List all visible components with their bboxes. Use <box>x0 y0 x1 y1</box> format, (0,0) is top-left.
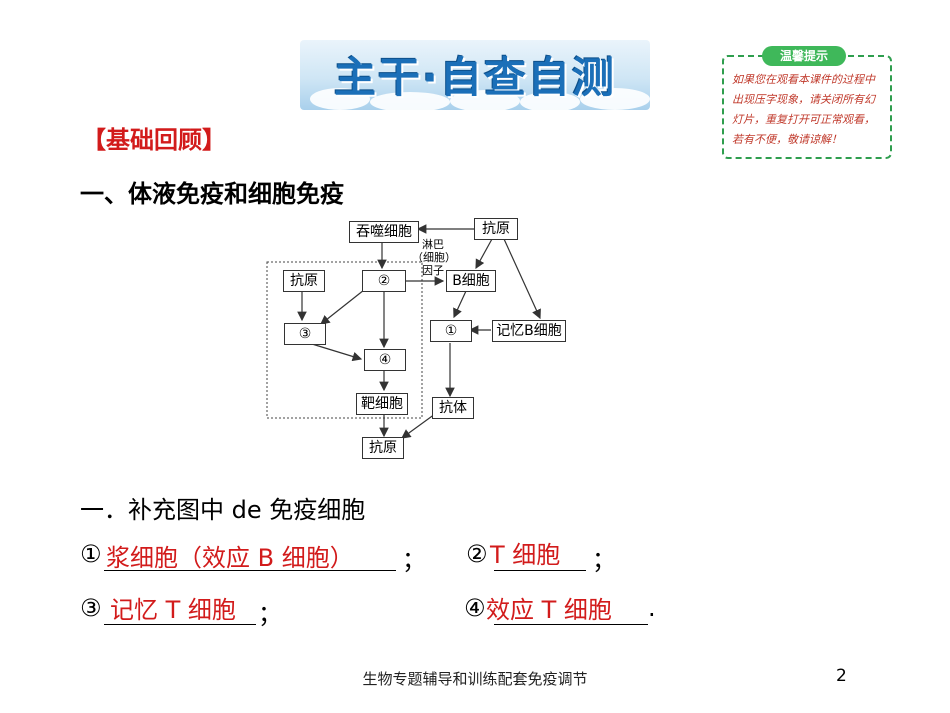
antibody-box: 抗体 <box>432 397 474 419</box>
answer-1-line <box>104 540 396 571</box>
footer-text: 生物专题辅导和训练配套免疫调节 <box>362 670 588 688</box>
arrow-3-to-4 <box>311 343 363 362</box>
title-banner: 主干·自查自测 <box>300 40 650 110</box>
separator-1: ； <box>402 546 426 574</box>
tip-text: 如果您在观看本课件的过程中出现压字现象，请关闭所有幻灯片，重复打开可正常观看，若… <box>732 73 875 146</box>
page-title: 主干·自查自测 <box>334 53 616 102</box>
cell-immunity-region <box>266 261 423 419</box>
section-heading: 一、体液免疫和细胞免疫 <box>80 180 344 208</box>
cell-1-box: ① <box>430 320 472 342</box>
answer-3-line <box>104 594 256 625</box>
answer-2: T 细胞 <box>490 541 561 569</box>
antigen-bottom-box: 抗原 <box>362 437 404 459</box>
cell-3-box: ③ <box>284 323 326 345</box>
arrow-bcell-to-1 <box>453 290 467 319</box>
question-text: 一．补充图中 de 免疫细胞 <box>80 496 366 524</box>
antigen-top-box: 抗原 <box>474 218 518 240</box>
lymphokine-label: 淋巴 （细胞） 因子 <box>412 238 456 277</box>
answer-3: 记忆 T 细胞 <box>110 596 236 624</box>
memory-b-cell-box: 记忆B细胞 <box>492 320 566 342</box>
marker-3: ③ <box>80 594 102 622</box>
arrow-antigen-to-bcell <box>475 238 493 270</box>
separator-4: . <box>648 594 656 622</box>
answer-1: 浆细胞（效应 B 细胞） <box>106 544 354 572</box>
separator-3: ； <box>258 600 282 628</box>
answer-4: 效应 T 细胞 <box>486 596 612 624</box>
marker-4: ④ <box>464 594 486 622</box>
marker-1: ① <box>80 540 102 568</box>
cell-2-box: ② <box>362 270 406 292</box>
target-cell-box: 靶细胞 <box>356 393 408 415</box>
page-number: 2 <box>836 666 847 686</box>
b-cell-box: B细胞 <box>446 270 496 292</box>
arrow-antibody-to-antigen <box>401 413 436 439</box>
cell-4-box: ④ <box>364 349 406 371</box>
answer-2-line <box>494 540 586 571</box>
engulf-cell-box: 吞噬细胞 <box>349 221 419 243</box>
separator-2: ； <box>592 546 616 574</box>
section-label: 【基础回顾】 <box>82 126 226 154</box>
arrow-2-to-3 <box>320 289 365 325</box>
antigen-left-box: 抗原 <box>283 270 325 292</box>
arrow-antigen-to-memoryb <box>503 238 541 320</box>
tip-label: 温馨提示 <box>762 46 846 66</box>
marker-2: ② <box>466 540 488 568</box>
answer-4-line <box>494 594 648 625</box>
